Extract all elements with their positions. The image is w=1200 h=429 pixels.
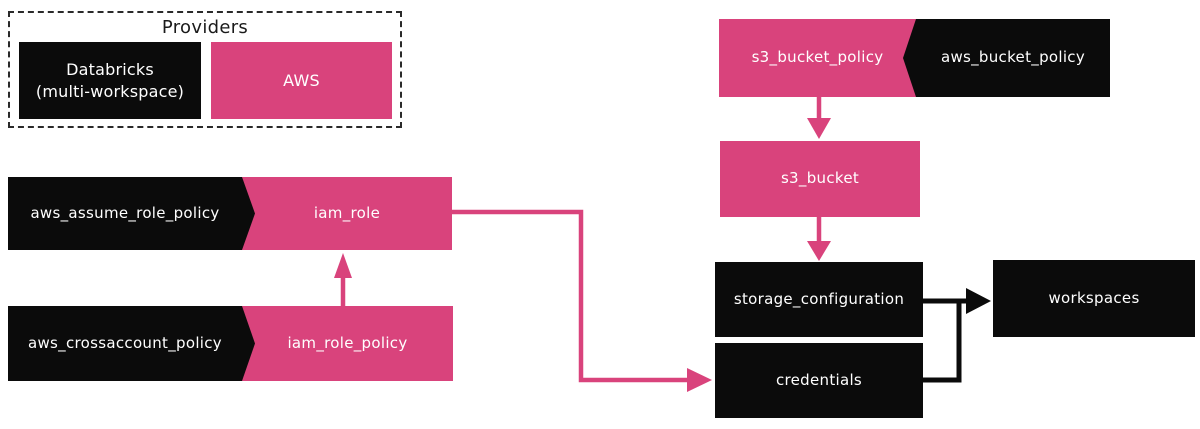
node-workspaces-label: workspaces (1048, 288, 1140, 307)
providers-legend: Providers Databricks (multi-workspace) A… (8, 11, 402, 128)
edge-storage-configuration-to-workspaces (923, 288, 991, 314)
edge-s3-bucket-policy-to-s3-bucket (807, 95, 831, 139)
node-iam-role-label: iam_role (313, 203, 381, 222)
node-aws-bucket-policy-label: aws_bucket_policy (940, 48, 1086, 67)
node-aws-crossaccount-policy: aws_crossaccount_policy (8, 306, 255, 381)
edge-s3-bucket-to-storage-configuration (807, 216, 831, 261)
node-s3-bucket-label: s3_bucket (780, 169, 860, 188)
node-credentials-label: credentials (775, 370, 863, 389)
edge-iam-role-to-credentials (452, 209, 712, 392)
legend-databricks-label-line1: Databricks (66, 59, 154, 79)
edge-credentials-to-workspaces (923, 299, 962, 383)
legend-aws-swatch: AWS (211, 42, 392, 119)
node-iam-role-policy-label: iam_role_policy (287, 333, 408, 352)
node-aws-assume-role-policy-label: aws_assume_role_policy (30, 203, 220, 222)
node-s3-bucket-policy: s3_bucket_policy (719, 19, 916, 97)
node-aws-assume-role-policy: aws_assume_role_policy (8, 177, 255, 250)
legend-title: Providers (161, 17, 249, 38)
node-aws-bucket-policy: aws_bucket_policy (903, 19, 1110, 97)
node-s3-bucket-policy-label: s3_bucket_policy (751, 48, 884, 67)
node-iam-role-policy: iam_role_policy (242, 306, 453, 381)
legend-databricks-swatch: Databricks (multi-workspace) (19, 42, 201, 119)
node-s3-bucket: s3_bucket (720, 141, 920, 217)
node-storage-configuration-label: storage_configuration (733, 289, 905, 308)
legend-aws-label: AWS (283, 70, 320, 90)
node-aws-crossaccount-policy-label: aws_crossaccount_policy (28, 333, 222, 352)
edge-iam-role-policy-to-iam-role (334, 253, 352, 308)
node-workspaces: workspaces (993, 260, 1195, 337)
node-credentials: credentials (715, 343, 923, 418)
node-storage-configuration: storage_configuration (715, 262, 923, 337)
legend-databricks-label-line2: (multi-workspace) (35, 81, 185, 101)
node-iam-role: iam_role (242, 177, 452, 250)
